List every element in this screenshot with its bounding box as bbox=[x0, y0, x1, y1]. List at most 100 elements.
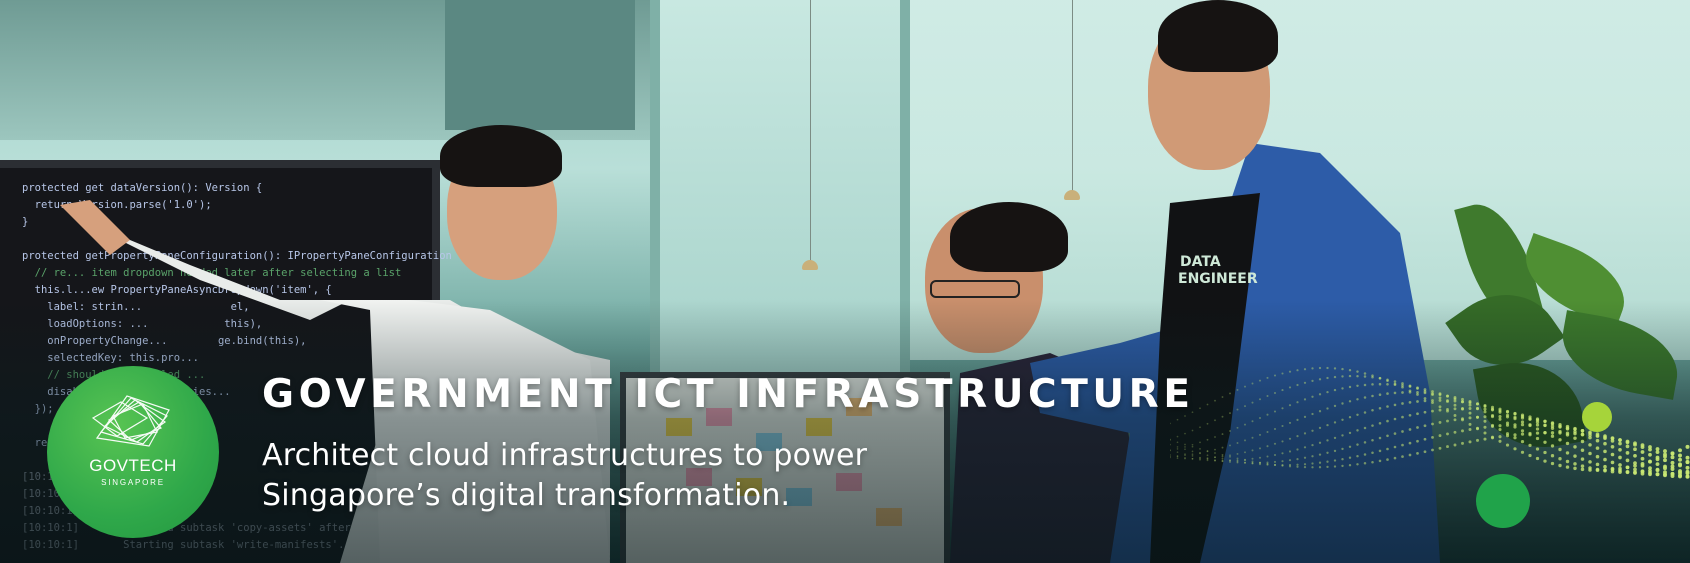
wave-dot bbox=[1229, 412, 1231, 415]
window-mullion bbox=[900, 0, 910, 390]
wave-dot bbox=[1176, 457, 1179, 460]
wave-dot bbox=[1333, 436, 1337, 440]
pendant-lamp bbox=[802, 260, 818, 270]
wave-dot bbox=[1416, 426, 1419, 429]
wave-dot bbox=[1588, 468, 1592, 472]
wave-dot bbox=[1498, 407, 1502, 411]
wave-dot bbox=[1468, 407, 1472, 410]
wave-dot bbox=[1281, 389, 1284, 392]
wave-dot bbox=[1618, 470, 1622, 474]
wave-dot bbox=[1191, 453, 1194, 456]
wave-dot bbox=[1273, 427, 1277, 431]
wave-dot bbox=[1565, 459, 1570, 464]
wave-dot bbox=[1468, 416, 1472, 420]
wave-dot bbox=[1483, 431, 1487, 435]
wave-dot bbox=[1311, 443, 1314, 447]
wave-dot bbox=[1251, 462, 1254, 465]
wave-dot bbox=[1378, 376, 1382, 380]
wave-dot bbox=[1580, 467, 1585, 472]
wave-dot bbox=[1378, 422, 1382, 425]
wave-dot bbox=[1221, 455, 1224, 458]
wave-dot bbox=[1603, 457, 1607, 462]
wave-dot bbox=[1558, 457, 1562, 461]
wave-dot bbox=[1490, 414, 1495, 418]
wave-dot bbox=[1595, 438, 1600, 443]
wave-dot bbox=[1214, 436, 1216, 438]
wave-dot bbox=[1453, 403, 1457, 407]
wave-dot bbox=[1528, 423, 1532, 428]
wave-dot bbox=[1296, 465, 1299, 468]
wave-dot bbox=[1341, 447, 1344, 451]
wave-dot bbox=[1199, 426, 1201, 429]
wave-dot bbox=[1520, 450, 1525, 454]
wave-dot bbox=[1513, 425, 1517, 429]
wave-dot bbox=[1371, 409, 1374, 412]
wave-dot bbox=[1363, 462, 1367, 465]
wave-dot bbox=[1610, 460, 1615, 465]
wave-dot bbox=[1236, 388, 1239, 391]
wave-dot bbox=[1468, 422, 1472, 426]
wave-dot bbox=[1356, 463, 1359, 466]
wave-dot bbox=[1371, 394, 1374, 398]
wave-dot bbox=[1281, 464, 1284, 467]
wave-dot bbox=[1573, 430, 1577, 434]
code-line: this.l...ew PropertyPaneAsyncDropdown('i… bbox=[22, 284, 332, 296]
wave-dot bbox=[1633, 442, 1637, 447]
wave-dot bbox=[1333, 421, 1337, 424]
wave-dot bbox=[1408, 441, 1412, 445]
wave-dot bbox=[1543, 423, 1547, 427]
code-line: protected get dataVersion(): Version { bbox=[22, 182, 263, 194]
wave-dot bbox=[1303, 415, 1307, 419]
wave-dot bbox=[1558, 429, 1562, 434]
wave-dot bbox=[1423, 390, 1427, 393]
wave-dot bbox=[1558, 463, 1562, 468]
wave-dot bbox=[1184, 457, 1186, 460]
wave-dot bbox=[1288, 465, 1292, 468]
wave-dot bbox=[1423, 424, 1427, 428]
wave-dot bbox=[1266, 463, 1269, 466]
wave-dot bbox=[1498, 410, 1502, 414]
wave-dot bbox=[1199, 452, 1201, 455]
wave-dot bbox=[1498, 417, 1502, 421]
wave-dot bbox=[1229, 430, 1231, 432]
wave-dot bbox=[1273, 374, 1277, 377]
wave-dot bbox=[1191, 450, 1194, 453]
wave-dot bbox=[1558, 447, 1562, 452]
wave-dot bbox=[1461, 397, 1464, 401]
wave-dot bbox=[1251, 436, 1254, 439]
wave-dot bbox=[1258, 433, 1262, 436]
wave-dot bbox=[1303, 456, 1307, 459]
wave-dot bbox=[1318, 426, 1322, 430]
wave-dot bbox=[1468, 403, 1472, 407]
wave-dot bbox=[1281, 460, 1284, 463]
wave-dot bbox=[1453, 414, 1457, 417]
wave-dot bbox=[1236, 459, 1239, 462]
wave-dot bbox=[1288, 450, 1292, 453]
wave-dot bbox=[1318, 453, 1322, 456]
wave-dot bbox=[1490, 407, 1495, 411]
wave-dot bbox=[1505, 432, 1510, 436]
wave-dot bbox=[1648, 472, 1652, 477]
wave-dot bbox=[1423, 388, 1427, 391]
wave-dot bbox=[1311, 455, 1314, 458]
wave-dot bbox=[1438, 420, 1442, 424]
wave-dot bbox=[1461, 418, 1464, 422]
wave-dot bbox=[1296, 435, 1299, 438]
wave-dot bbox=[1356, 454, 1359, 458]
wave-dot bbox=[1378, 449, 1382, 453]
wave-dot bbox=[1221, 446, 1224, 449]
wave-dot bbox=[1326, 407, 1329, 410]
wave-dot bbox=[1678, 453, 1682, 458]
wave-dot bbox=[1341, 367, 1344, 371]
wave-dot bbox=[1640, 445, 1645, 449]
wave-dot bbox=[1206, 458, 1209, 460]
wave-dot bbox=[1655, 450, 1660, 455]
wave-dot bbox=[1266, 430, 1269, 434]
wave-dot bbox=[1573, 454, 1577, 458]
wave-dot bbox=[1199, 448, 1201, 450]
wave-dot bbox=[1633, 453, 1637, 458]
wave-dot bbox=[1191, 429, 1194, 432]
dotted-wave-graphic bbox=[1170, 366, 1690, 479]
wave-dot bbox=[1543, 450, 1547, 455]
wave-dot bbox=[1640, 450, 1645, 454]
